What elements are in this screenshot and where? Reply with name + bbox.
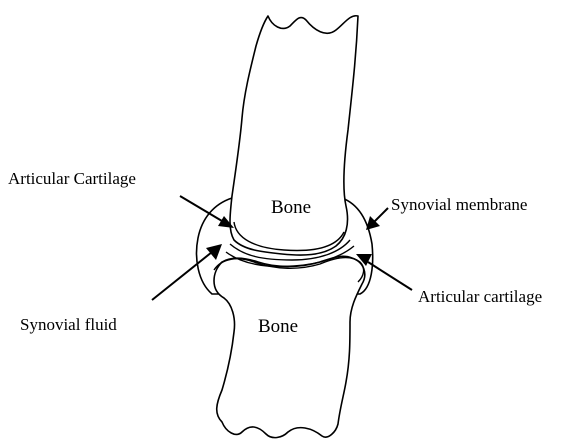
label-articular-cartilage-lower: Articular cartilage <box>418 287 542 306</box>
bone-label-upper: Bone <box>271 197 311 218</box>
lower-bone <box>214 256 365 437</box>
arrow-synovial-membrane <box>366 208 388 230</box>
label-articular-cartilage-upper: Articular Cartilage <box>8 169 136 188</box>
label-synovial-fluid: Synovial fluid <box>20 315 117 334</box>
upper-bone <box>230 16 358 255</box>
bone-label-lower: Bone <box>258 316 298 337</box>
label-synovial-membrane: Synovial membrane <box>391 195 527 214</box>
